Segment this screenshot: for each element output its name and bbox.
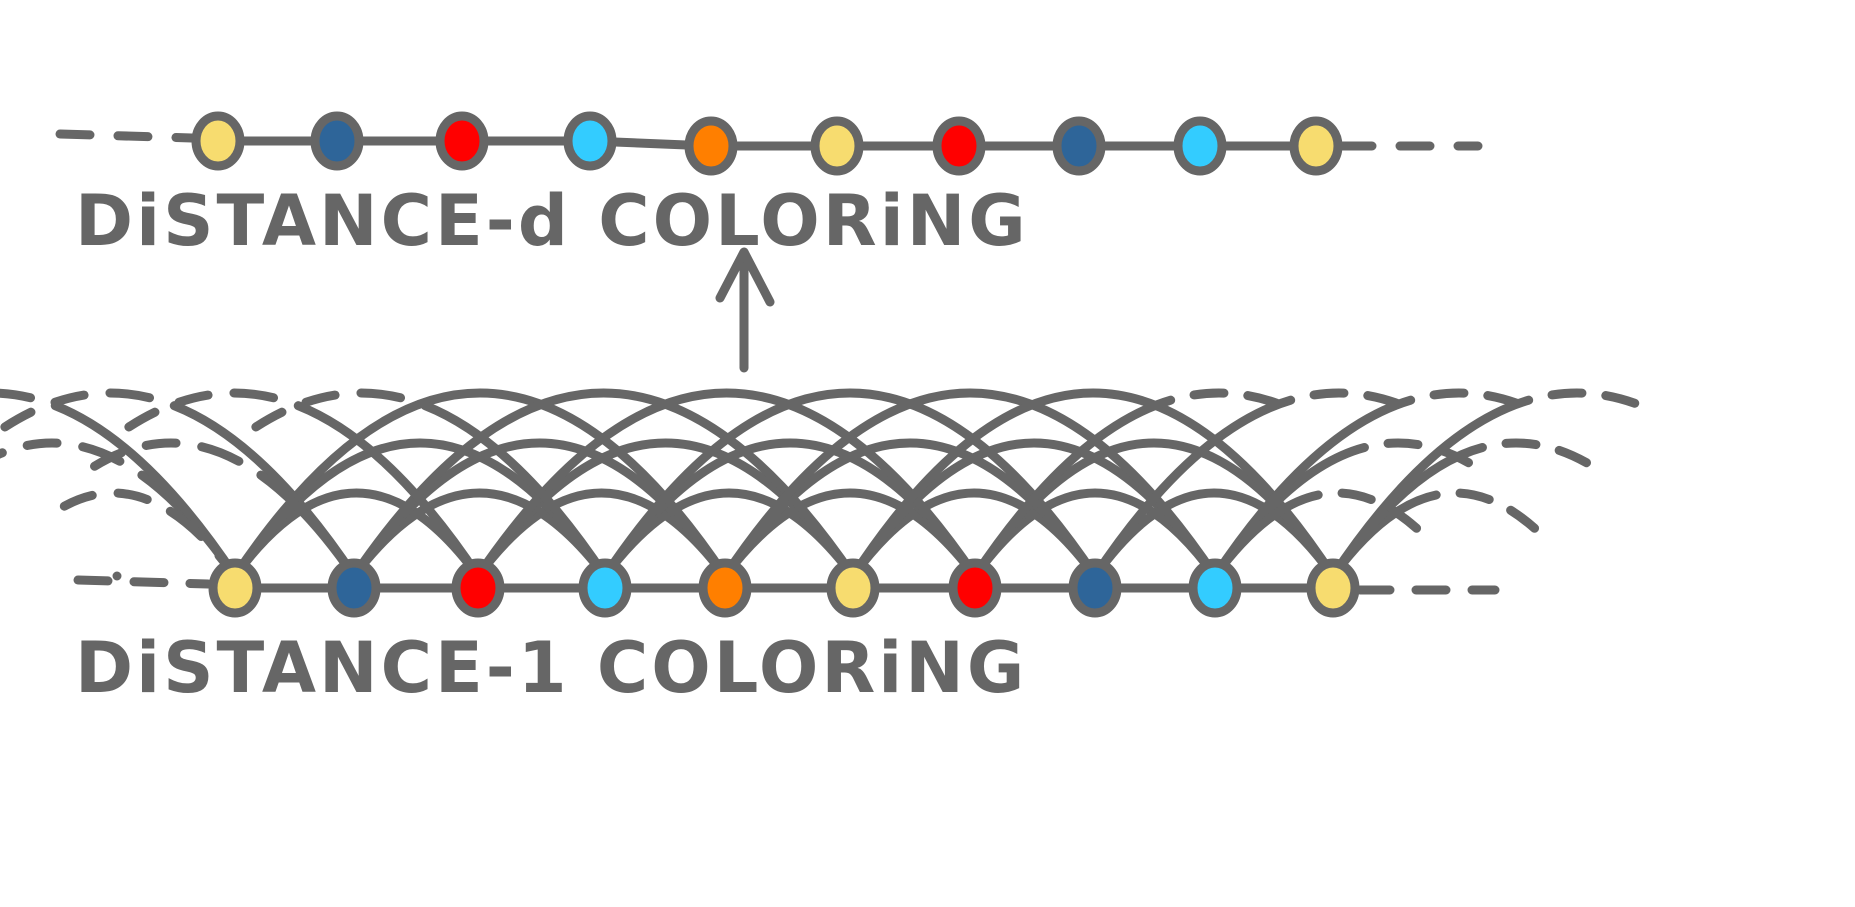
top-chain-node-yellow bbox=[1289, 116, 1343, 176]
bottom-chain-arcs bbox=[0, 388, 1826, 581]
bottom-chain-dashed-arc-right bbox=[970, 388, 1468, 581]
bottom-chain-arc-span-4 bbox=[349, 388, 858, 581]
bottom-chain-arc-span-4 bbox=[473, 388, 980, 581]
top-chain bbox=[55, 111, 1483, 176]
bottom-chain-node-yellow bbox=[1306, 558, 1360, 618]
bottom-chain-dashed-arc-right bbox=[1210, 388, 1708, 581]
bottom-chain-dashed-arc-left bbox=[0, 388, 240, 581]
top-chain-node-red bbox=[932, 116, 986, 176]
bottom-chain-node-dark-blue bbox=[1068, 558, 1122, 618]
bottom-chain-node-dark-blue bbox=[327, 558, 381, 618]
bottom-chain-arc-span-4 bbox=[600, 388, 1100, 581]
bottom-chain-node-light-blue bbox=[578, 558, 632, 618]
bottom-chain-dashed-arc-right bbox=[1090, 388, 1588, 581]
bottom-chain-node-yellow bbox=[826, 558, 880, 618]
bottom-chain-node-yellow bbox=[208, 558, 262, 618]
top-chain-node-yellow bbox=[191, 111, 245, 171]
up-arrow-head bbox=[715, 247, 775, 307]
top-chain-left-dashed-tail bbox=[55, 129, 197, 143]
top-chain-node-red bbox=[435, 111, 489, 171]
top-chain-node-orange bbox=[684, 116, 738, 176]
bottom-chain-node-light-blue bbox=[1188, 558, 1242, 618]
bottom-chain-arc-span-4 bbox=[720, 388, 1220, 581]
bottom-chain-arc-span-4 bbox=[848, 388, 1338, 581]
top-chain-node-dark-blue bbox=[1052, 116, 1106, 176]
bottom-chain-dashed-arc-right bbox=[1328, 388, 1826, 581]
up-arrow bbox=[715, 247, 775, 373]
bottom-chain-node-orange bbox=[698, 558, 752, 618]
distance-d-coloring-label: DiSTANCE-d COLORiNG bbox=[75, 180, 1029, 262]
bottom-chain-dashed-arc-right bbox=[1210, 488, 1464, 581]
top-chain-node-light-blue bbox=[563, 111, 617, 171]
bottom-chain-node-red bbox=[948, 558, 1002, 618]
bottom-chain-dashed-arc-left bbox=[0, 388, 483, 581]
top-chain-node-yellow bbox=[810, 116, 864, 176]
top-chain-node-dark-blue bbox=[310, 111, 364, 171]
bottom-chain-dashed-arc-left bbox=[0, 438, 359, 581]
bottom-chain-node-red bbox=[451, 558, 505, 618]
bottom-chain-left-dashed-tail bbox=[73, 575, 213, 589]
top-chain-nodes bbox=[191, 111, 1343, 176]
bottom-chain-nodes bbox=[208, 558, 1360, 618]
bottom-chain-arc-span-4 bbox=[230, 388, 730, 581]
bottom-chain-dashed-arc-left bbox=[0, 388, 359, 581]
bottom-chain bbox=[0, 388, 1826, 618]
distance-1-coloring-label: DiSTANCE-1 COLORiNG bbox=[75, 627, 1027, 709]
bottom-chain-dashed-arc-left bbox=[112, 388, 610, 581]
bottom-chain-dashed-arc-left bbox=[0, 488, 240, 581]
top-chain-node-light-blue bbox=[1173, 116, 1227, 176]
